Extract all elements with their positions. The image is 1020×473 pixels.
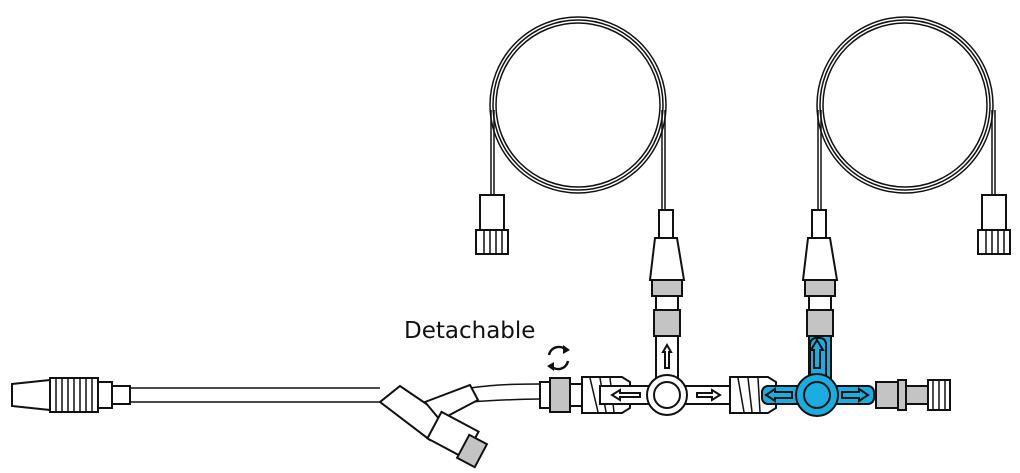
detachable-label: Detachable	[404, 318, 536, 344]
female-luer-end	[875, 379, 951, 411]
y-site-injection-port	[378, 383, 489, 469]
luer-cap-right	[977, 194, 1011, 255]
stopcock-left	[581, 374, 741, 416]
detachable-connector	[539, 377, 583, 413]
tubing-coil-left	[489, 16, 667, 210]
luer-cap-left	[475, 194, 509, 255]
rotate-arrows-icon	[547, 345, 570, 371]
tubing-coil-right	[816, 16, 996, 210]
stopcock-right-highlighted	[761, 337, 875, 417]
male-luer-connector	[11, 377, 131, 413]
main-tubing	[130, 383, 541, 403]
vertical-connector-left	[648, 209, 686, 387]
